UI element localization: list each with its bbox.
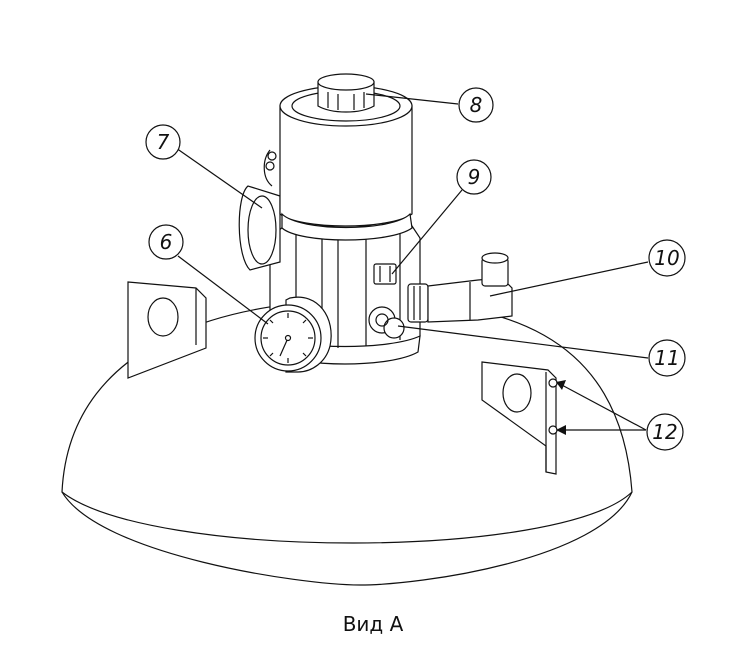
- elbow-connector-10: [407, 252, 513, 323]
- svg-text:10: 10: [654, 246, 679, 270]
- svg-text:11: 11: [654, 346, 679, 370]
- leader-11: [397, 325, 649, 359]
- callout-12: 12: [646, 413, 684, 451]
- leader-10: [489, 261, 649, 297]
- connector-11: [368, 306, 405, 339]
- svg-text:6: 6: [160, 230, 173, 254]
- port-9: [373, 263, 397, 285]
- callout-9: 9: [456, 159, 492, 195]
- left-lug: [127, 281, 207, 379]
- svg-text:8: 8: [470, 93, 483, 117]
- lug-hole-lower: [548, 425, 558, 435]
- leader-arrows: [556, 380, 566, 435]
- leader-lines: [175, 93, 649, 431]
- callout-7: 7: [145, 124, 181, 160]
- leader-6: [177, 255, 269, 325]
- leader-7: [175, 147, 263, 209]
- callout-6: 6: [148, 224, 184, 260]
- svg-text:7: 7: [157, 130, 170, 154]
- svg-text:9: 9: [468, 165, 481, 189]
- pressure-gauge: [254, 296, 332, 373]
- leader-8: [365, 93, 459, 105]
- svg-text:12: 12: [652, 420, 677, 444]
- leader-12a: [559, 383, 647, 431]
- callout-10: 10: [648, 239, 686, 277]
- right-lug: [481, 361, 558, 475]
- view-caption: Вид А: [342, 612, 404, 636]
- leader-9: [391, 189, 463, 275]
- dome-base-edge: [61, 491, 633, 586]
- top-cap: [317, 73, 375, 113]
- callout-11: 11: [648, 339, 686, 377]
- side-unit: [238, 149, 281, 271]
- callout-8: 8: [458, 87, 494, 123]
- lug-hole-upper: [548, 378, 558, 388]
